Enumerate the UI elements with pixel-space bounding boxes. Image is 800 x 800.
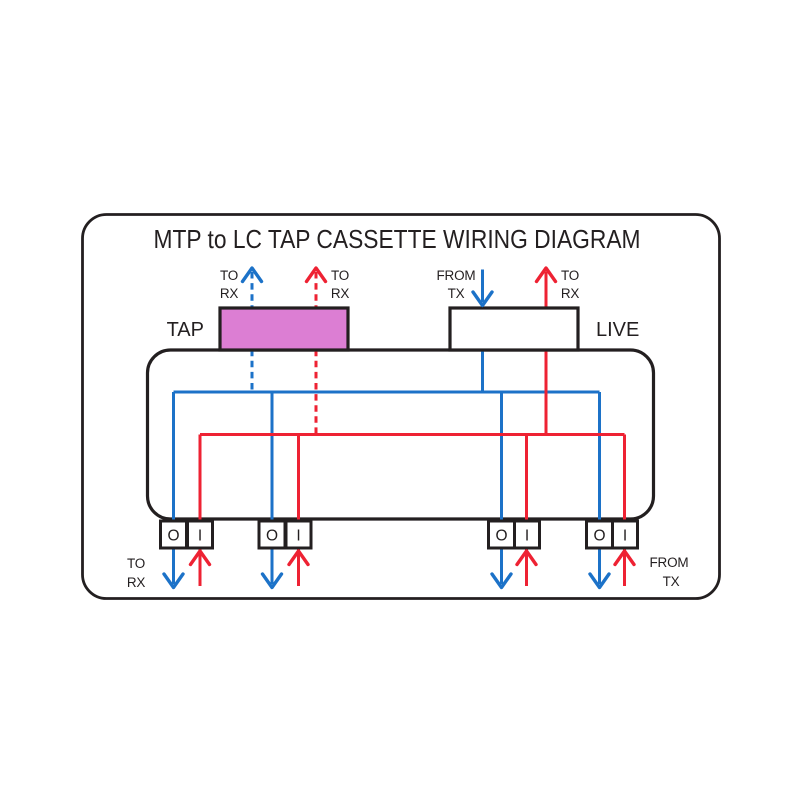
port4-from-tx-arrowhead-icon: [613, 549, 636, 567]
port3-from-tx-arrowhead-icon: [515, 549, 538, 567]
port1-in-label: I: [198, 528, 202, 545]
port3-out-label: O: [495, 528, 507, 545]
live-left-arrow-label-line2: TX: [448, 286, 465, 301]
port2-in-label: I: [296, 528, 300, 545]
port4-to-rx-arrowhead-icon: [588, 572, 611, 590]
port-letters: O I O I O I O I: [167, 528, 627, 545]
bottom-right-label-line2: TX: [663, 574, 680, 589]
bottom-left-label: TO RX: [127, 556, 146, 590]
live-right-arrow-label-line1: TO: [561, 268, 579, 283]
port3-in-box: [513, 519, 541, 550]
bottom-right-label: FROM TX: [650, 555, 689, 589]
tap-right-arrow-label-line2: RX: [331, 286, 350, 301]
port3-in-label: I: [525, 528, 529, 545]
live-left-arrow-label-line1: FROM: [437, 268, 476, 283]
bottom-left-label-line1: TO: [127, 556, 145, 571]
port4-out-label: O: [593, 528, 605, 545]
port2-in-box: [284, 519, 313, 550]
tap-to-rx-blue-arrowhead-icon: [240, 266, 264, 284]
tap-right-arrow-label-line1: TO: [331, 268, 349, 283]
port2-out-box: [257, 519, 287, 550]
tap-left-arrow-label: TO RX: [220, 268, 239, 301]
live-module-box: [448, 306, 580, 352]
port2-out-label: O: [266, 528, 278, 545]
port1-from-tx-arrowhead-icon: [188, 549, 212, 567]
live-from-tx-arrowhead-icon: [471, 290, 494, 308]
tap-to-rx-red-arrowhead-icon: [304, 266, 328, 284]
live-to-rx-arrowhead-icon: [534, 266, 558, 284]
port1-to-rx-arrowhead-icon: [162, 572, 185, 590]
bottom-left-label-line2: RX: [127, 575, 146, 590]
port3-out-box: [487, 519, 516, 550]
live-left-arrow-label: FROM TX: [437, 268, 476, 301]
live-right-arrow-label: TO RX: [561, 268, 580, 301]
live-right-arrow-label-line2: RX: [561, 286, 580, 301]
port2-to-rx-arrowhead-icon: [260, 572, 284, 590]
port1-in-box: [186, 519, 214, 550]
tap-left-arrow-label-line1: TO: [220, 268, 238, 283]
port1-out-label: O: [167, 528, 179, 545]
port-boxes: [159, 519, 639, 550]
red-wires: [198, 271, 626, 586]
tap-module-box: [218, 306, 350, 352]
port4-in-label: I: [623, 528, 627, 545]
bottom-right-label-line1: FROM: [650, 555, 689, 570]
port4-in-box: [611, 519, 639, 550]
tap-module-label: TAP: [167, 319, 204, 341]
tap-right-arrow-label: TO RX: [331, 268, 350, 301]
port4-out-box: [585, 519, 614, 550]
live-module-label: LIVE: [596, 319, 639, 341]
arrowheads: [162, 266, 636, 590]
diagram-title: MTP to LC TAP CASSETTE WIRING DIAGRAM: [154, 224, 641, 254]
port3-to-rx-arrowhead-icon: [490, 572, 513, 590]
port2-from-tx-arrowhead-icon: [287, 549, 310, 567]
tap-left-arrow-label-line2: RX: [220, 286, 239, 301]
